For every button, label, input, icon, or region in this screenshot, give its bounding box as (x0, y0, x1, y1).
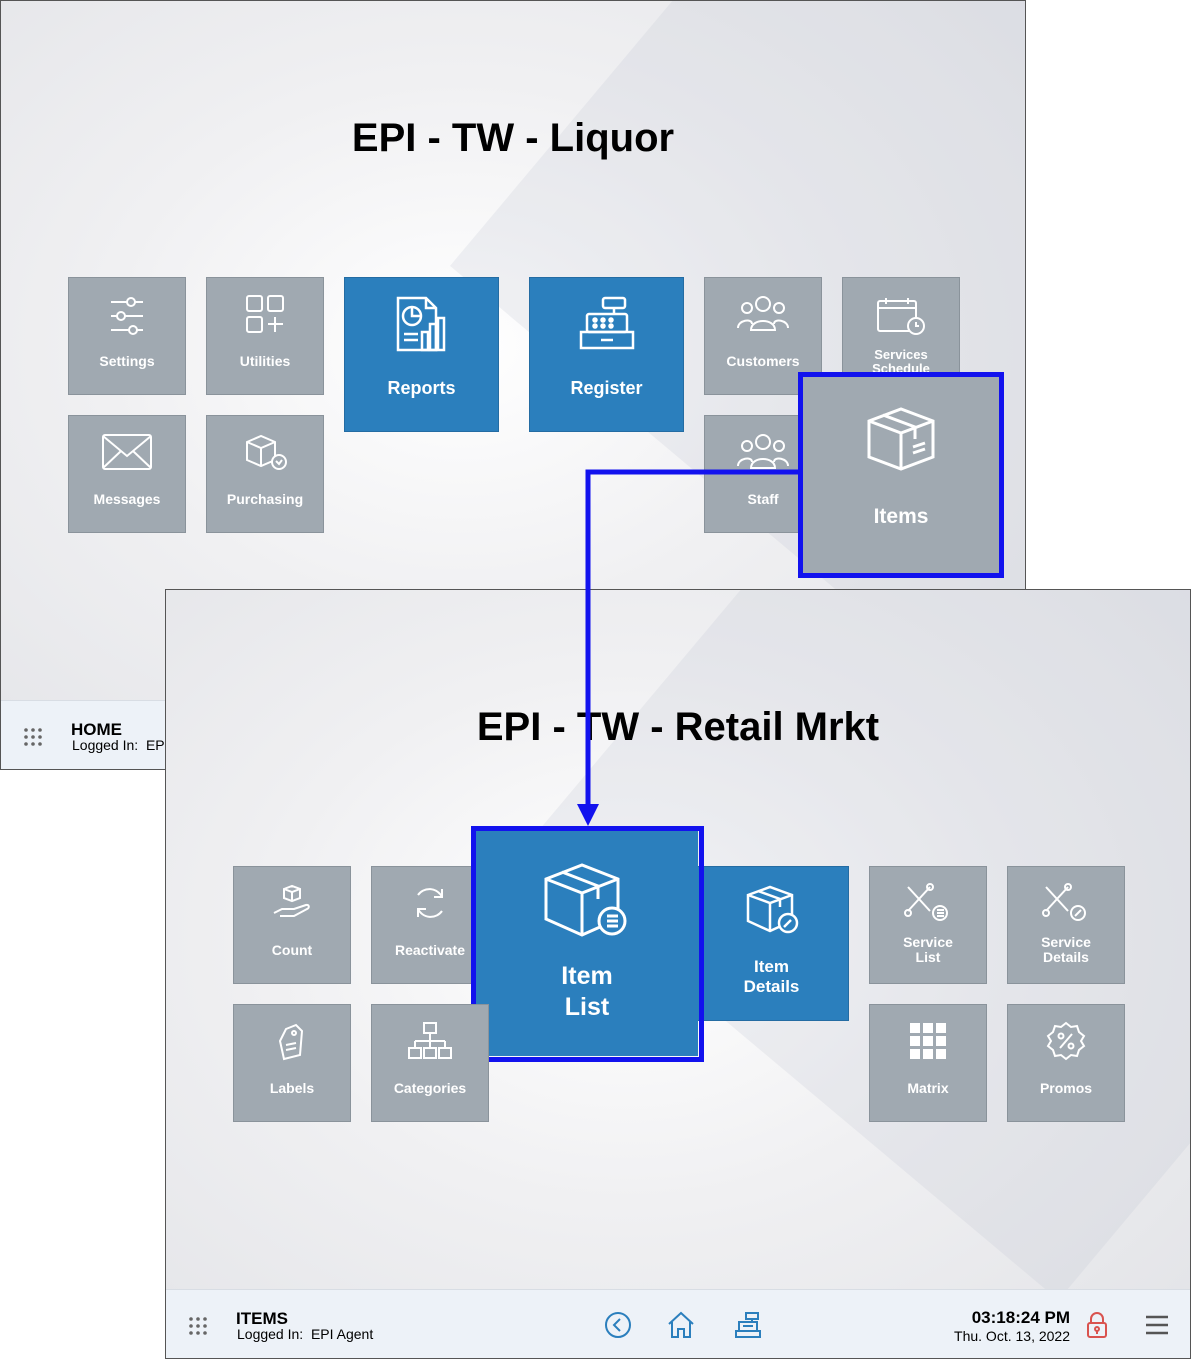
tile-label-line2: List (915, 949, 941, 965)
labels-tile[interactable]: Labels (233, 1004, 351, 1122)
tools-list-icon (870, 883, 986, 923)
clock-time: 03:18:24 PM (971, 1308, 1070, 1327)
promos-tile[interactable]: Promos (1007, 1004, 1125, 1122)
tile-label: Reactivate (394, 942, 466, 958)
tile-label: Settings (99, 353, 155, 369)
categories-tile[interactable]: Categories (371, 1004, 489, 1122)
tile-label: Promos (1039, 1080, 1093, 1096)
tile-label: Categories (393, 1080, 467, 1096)
items-screen: EPI - TW - Retail Mrkt Count Reactivate (165, 589, 1191, 1359)
item-details-tile[interactable]: Item Details (694, 866, 849, 1021)
tile-label: Labels (269, 1080, 315, 1096)
settings-sliders-icon (69, 294, 185, 338)
purchasing-tile[interactable]: Purchasing (206, 415, 324, 533)
page-label: ITEMS (236, 1309, 288, 1328)
refresh-icon (372, 883, 488, 923)
items-tile[interactable]: Items (803, 377, 999, 573)
tile-label: Item Details (697, 957, 846, 997)
service-details-tile[interactable]: Service Details (1007, 866, 1125, 984)
matrix-grid-icon (870, 1021, 986, 1061)
discount-badge-icon (1008, 1021, 1124, 1061)
register-tile[interactable]: Register (529, 277, 684, 432)
logged-in-user: EPI Agent (310, 1326, 374, 1342)
utilities-tile[interactable]: Utilities (206, 277, 324, 395)
tile-label: Matrix (907, 1080, 949, 1096)
logged-in-caption: Logged In: (237, 1326, 304, 1342)
page-title: EPI - TW - Retail Mrkt (476, 705, 880, 749)
customers-group-icon (705, 294, 821, 334)
item-list-tile[interactable]: Item List (476, 831, 698, 1056)
settings-tile[interactable]: Settings (68, 277, 186, 395)
apps-grid-icon[interactable] (23, 727, 43, 747)
box-edit-icon (695, 883, 848, 935)
reports-document-chart-icon (345, 294, 498, 354)
tile-label-line2: Details (1043, 949, 1089, 965)
messages-tile[interactable]: Messages (68, 415, 186, 533)
count-hand-box-icon (234, 883, 350, 923)
page-title: EPI - TW - Liquor (351, 116, 675, 160)
page-label: HOME (71, 720, 122, 739)
tile-label-line1: Service (903, 934, 953, 950)
price-tag-icon (234, 1021, 350, 1061)
apps-grid-icon[interactable] (188, 1316, 208, 1336)
tile-label-line2: Details (743, 977, 800, 996)
tile-label: Staff (747, 491, 779, 507)
tile-label: Purchasing (226, 491, 304, 507)
logged-in-caption: Logged In: (72, 737, 139, 753)
tile-label: Service List (872, 935, 984, 965)
calendar-clock-icon (843, 296, 959, 336)
tile-label: Register (570, 378, 643, 398)
tile-label: Messages (93, 491, 161, 507)
tile-label-line2: List (564, 993, 610, 1021)
count-tile[interactable]: Count (233, 866, 351, 984)
tile-label-line1: Item (754, 957, 789, 976)
purchasing-box-icon (207, 432, 323, 472)
footer-bar: ITEMS Logged In: EPI Agent 03:18:24 PM T… (166, 1289, 1190, 1358)
tools-compass-icon (1008, 883, 1124, 923)
tile-label-line1: Service (1041, 934, 1091, 950)
envelope-icon (69, 432, 185, 472)
tile-label: Items (873, 505, 929, 528)
clock-date: Thu. Oct. 13, 2022 (954, 1328, 1070, 1344)
tile-label: Service Details (1010, 935, 1122, 965)
register-cash-icon (530, 294, 683, 354)
staff-group-icon (705, 432, 821, 472)
box-list-icon (476, 861, 698, 939)
reports-tile[interactable]: Reports (344, 277, 499, 432)
lock-icon[interactable] (1086, 1311, 1108, 1344)
menu-icon[interactable] (1144, 1314, 1170, 1341)
logged-in-label: Logged In: EPI Agent (237, 1326, 373, 1342)
tile-label: Reports (387, 378, 456, 398)
clock: 03:18:24 PM Thu. Oct. 13, 2022 (954, 1308, 1070, 1344)
back-icon[interactable] (604, 1311, 632, 1344)
tile-label: Item List (478, 961, 696, 1023)
tile-label: Count (271, 942, 313, 958)
tile-label: Utilities (239, 353, 291, 369)
matrix-tile[interactable]: Matrix (869, 1004, 987, 1122)
utilities-apps-icon (207, 294, 323, 334)
tile-label-line1: Item (561, 962, 613, 990)
tile-label: Customers (726, 353, 800, 369)
item-list-highlight-box (471, 826, 704, 1062)
home-icon[interactable] (666, 1310, 696, 1345)
items-highlight-box (798, 372, 1004, 578)
service-list-tile[interactable]: Service List (869, 866, 987, 984)
box-icon (803, 405, 999, 473)
register-icon[interactable] (734, 1311, 762, 1344)
hierarchy-icon (372, 1021, 488, 1061)
